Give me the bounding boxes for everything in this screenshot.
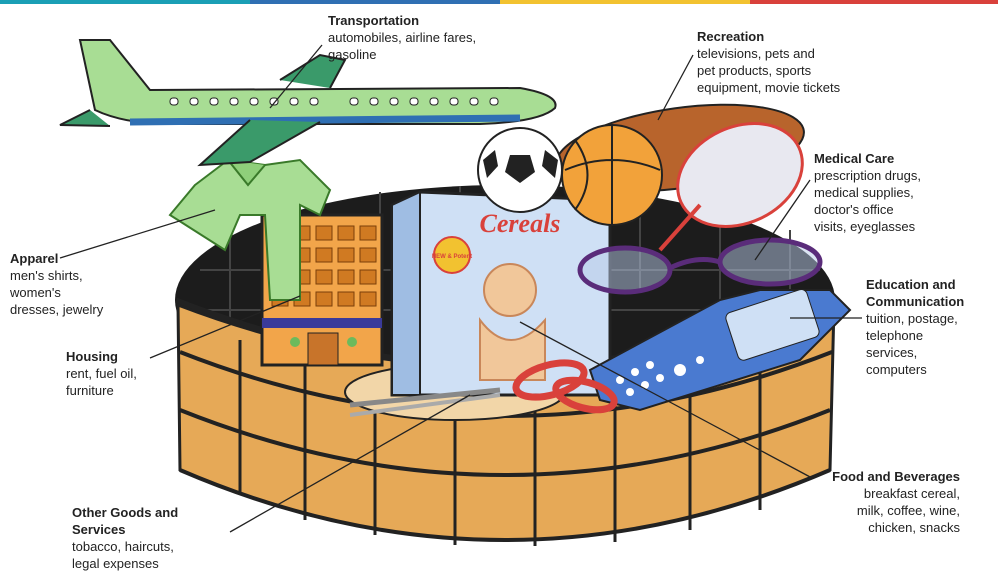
apparel-line-3: dresses, jewelry — [10, 302, 104, 317]
food-line-2: milk, coffee, wine, — [856, 503, 960, 518]
medical-line-4: visits, eyeglasses — [814, 219, 916, 234]
label-transportation: Transportation automobiles, airline fare… — [328, 12, 476, 63]
leader-lines — [59, 44, 862, 533]
shirt — [168, 158, 332, 301]
medical-line-2: medical supplies, — [814, 185, 914, 200]
label-housing: Housing rent, fuel oil, furniture — [66, 348, 137, 399]
label-apparel: Apparel men's shirts, women's dresses, j… — [10, 250, 103, 318]
recreation-title: Recreation — [697, 29, 765, 44]
housing-line-1: rent, fuel oil, — [66, 366, 137, 381]
medical-title: Medical Care — [814, 151, 895, 166]
food-line-3: chicken, snacks — [868, 520, 960, 535]
apparel-line-1: men's shirts, — [10, 268, 83, 283]
housing-line-2: furniture — [66, 383, 114, 398]
top-accent-teal — [0, 0, 250, 4]
top-accent-yellow — [500, 0, 750, 4]
scissors — [349, 359, 618, 417]
other-line-2: legal expenses — [72, 556, 159, 571]
education-line-1: tuition, postage, — [866, 311, 958, 326]
transportation-line-2: gasoline — [328, 47, 377, 62]
housing-title: Housing — [66, 349, 118, 364]
food-title: Food and Beverages — [832, 469, 960, 484]
top-accent-red — [750, 0, 998, 4]
label-medical-care: Medical Care prescription drugs, medical… — [814, 150, 921, 235]
recreation-line-3: equipment, movie tickets — [697, 80, 841, 95]
transportation-title: Transportation — [328, 13, 420, 28]
eyeglasses — [577, 237, 823, 295]
airplane — [59, 39, 557, 167]
transportation-line-1: automobiles, airline fares, — [328, 30, 477, 45]
other-title: Other Goods and — [72, 505, 179, 520]
education-line-2: telephone — [866, 328, 924, 343]
education-title: Education and — [866, 277, 956, 292]
label-education-communication: Education and Communication tuition, pos… — [866, 276, 964, 378]
medical-line-1: prescription drugs, — [814, 168, 921, 183]
cereal-badge: NEW & Potent — [432, 254, 472, 260]
education-line-3: services, — [866, 345, 918, 360]
education-line-4: computers — [866, 362, 927, 377]
cereal-brand: Cereals — [480, 209, 561, 238]
cereal-box: Cereals NEW & Potent — [390, 190, 612, 397]
label-other-goods-services: Other Goods and Services tobacco, haircu… — [72, 504, 178, 572]
apparel-line-2: women's — [10, 285, 61, 300]
apparel-title: Apparel — [10, 251, 59, 266]
medical-line-3: doctor's office — [814, 202, 894, 217]
food-line-1: breakfast cereal, — [863, 486, 960, 501]
recreation-line-1: televisions, pets and — [697, 46, 815, 61]
other-title-2: Services — [72, 522, 126, 537]
top-accent-blue — [250, 0, 500, 4]
label-food-beverages: Food and Beverages breakfast cereal, mil… — [832, 468, 960, 536]
footballs-and-balls — [477, 103, 805, 252]
recreation-line-2: pet products, sports — [697, 63, 812, 78]
education-title-2: Communication — [866, 294, 965, 309]
other-line-1: tobacco, haircuts, — [72, 539, 174, 554]
label-recreation: Recreation televisions, pets and pet pro… — [697, 28, 840, 96]
